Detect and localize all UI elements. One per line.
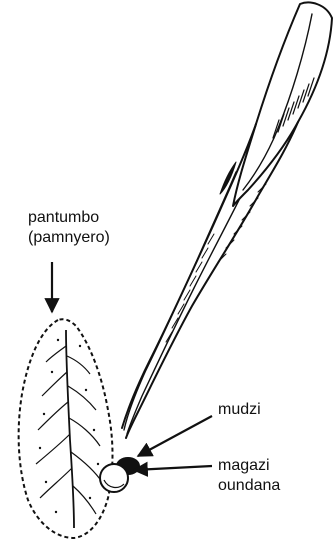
label-pantumbo-line1: pantumbo (28, 208, 110, 228)
label-pantumbo: pantumbo (pamnyero) (28, 208, 110, 248)
label-magazi-line2: oundana (218, 476, 280, 496)
mudzi-arrow (138, 416, 212, 456)
label-magazi: magazi oundana (218, 456, 280, 496)
tick-body (19, 319, 113, 538)
label-mudzi: mudzi (218, 400, 261, 420)
label-magazi-line1: magazi (218, 456, 280, 476)
forceps-icon (122, 3, 332, 438)
blood-droplet (100, 464, 128, 492)
magazi-arrow (134, 466, 212, 470)
label-mudzi-line1: mudzi (218, 400, 261, 420)
label-pantumbo-line2: (pamnyero) (28, 228, 110, 248)
